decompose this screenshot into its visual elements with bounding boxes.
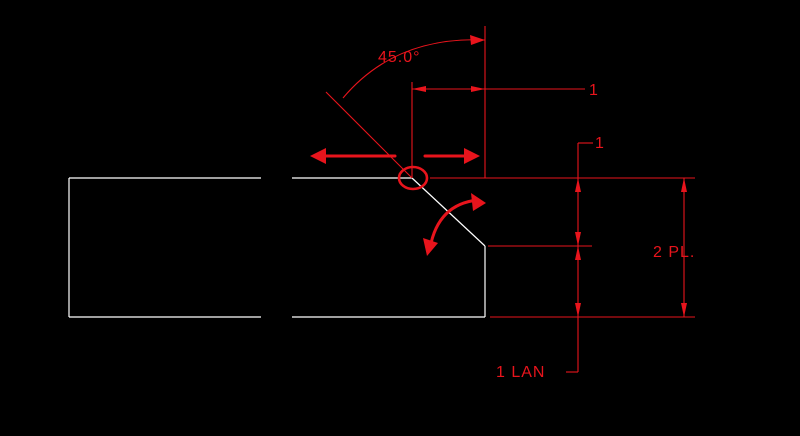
arrowhead bbox=[470, 35, 485, 45]
angle-leader-line bbox=[325, 91, 413, 179]
angle-dimension-label: 45.0° bbox=[378, 49, 421, 66]
arrowhead bbox=[575, 178, 581, 192]
arrowhead bbox=[575, 303, 581, 317]
two-places-label: 2 PL. bbox=[653, 244, 695, 261]
angle-dimension-arc bbox=[342, 39, 486, 99]
arrowhead bbox=[412, 86, 426, 92]
top-dimension-label: 1 bbox=[589, 82, 599, 99]
arrowhead bbox=[681, 303, 687, 317]
rotate-arrowhead-lower[interactable] bbox=[423, 238, 438, 256]
arrowhead bbox=[575, 232, 581, 246]
vertex-grip-circle[interactable] bbox=[397, 165, 429, 191]
arrowhead bbox=[575, 246, 581, 260]
move-left-arrowhead[interactable] bbox=[310, 148, 326, 164]
move-right-arrowhead[interactable] bbox=[464, 148, 480, 164]
part-outline bbox=[68, 177, 486, 318]
rotate-arrow-arc[interactable] bbox=[428, 198, 480, 250]
grip-arrows[interactable] bbox=[310, 148, 486, 256]
bottom-label: 1 LAN bbox=[496, 364, 545, 381]
upper-right-label: 1 bbox=[595, 135, 605, 152]
rotate-arrowhead-upper[interactable] bbox=[471, 193, 486, 211]
arrowhead bbox=[681, 178, 687, 192]
dimension-labels: 45.0° 1 1 2 PL. 1 LAN bbox=[378, 49, 695, 381]
dimension-lines bbox=[325, 26, 695, 373]
arrowhead bbox=[471, 86, 485, 92]
dimension-arrowheads bbox=[412, 35, 687, 317]
